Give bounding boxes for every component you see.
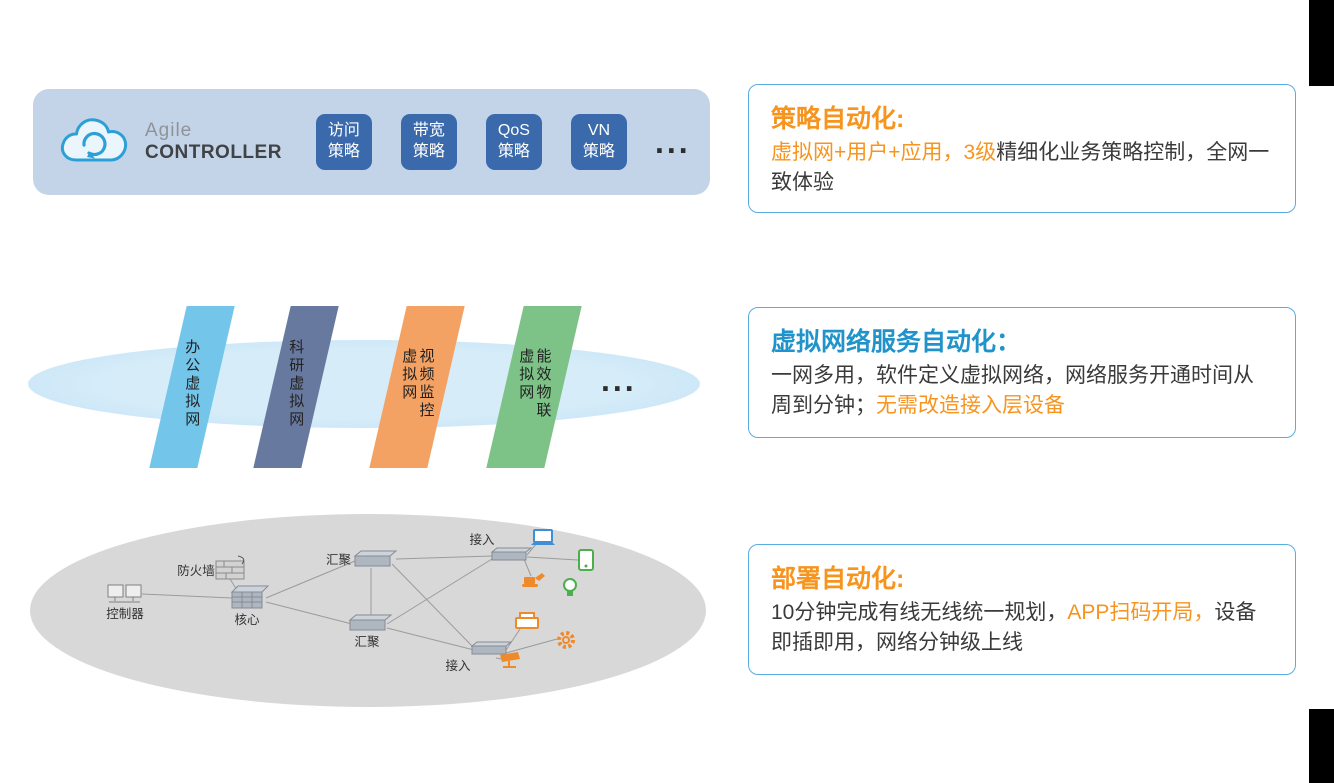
brand-controller: CONTROLLER [145,142,282,163]
bulb-icon [563,578,577,596]
policy-tile-access: 访问 策略 [315,114,372,170]
vn-panel-label: 办公虚拟网 [183,339,201,429]
policy-tile-qos: QoS 策略 [485,114,542,170]
controller-icon [107,584,142,603]
access-switch-top-icon [490,547,533,561]
banner-ellipsis: ... [654,123,691,160]
label-agg-top: 汇聚 [326,553,352,567]
tablet-icon [578,549,594,571]
printer-icon [515,612,539,629]
body-segment: 设备即插即用，网络分钟级上线 [771,601,1257,654]
virtual-network-ellipse [28,340,700,428]
screen-edge-bar-bottom [1309,709,1334,783]
tile-line: VN [587,122,611,140]
tile-line: 策略 [582,143,615,160]
policy-tiles: 访问 策略 带宽 策略 QoS 策略 VN 策略 [315,114,627,170]
label-controller: 控制器 [106,607,144,621]
vn-service-automation-body: 一网多用，软件定义虚拟网络，网络服务开通时间从周到分钟；无需改造接入层设备 [771,361,1273,421]
vn-service-automation-box: 虚拟网络服务自动化： 一网多用，软件定义虚拟网络，网络服务开通时间从周到分钟；无… [748,307,1296,438]
vn-panel-label: 视频监控虚拟网 [400,348,435,420]
tile-line: 策略 [327,143,360,160]
access-switch-bottom-icon [470,641,513,655]
vn-panel-label: 能效物联虚拟网 [517,348,552,420]
screen-edge-bar-top [1309,0,1334,86]
tile-line: 策略 [497,143,530,160]
excavator-icon [522,573,545,587]
cloud-swirl-icon [60,118,128,162]
policy-tile-bandwidth: 带宽 策略 [400,114,457,170]
label-core: 核心 [234,613,260,627]
tile-line: QoS [497,122,530,140]
vn-panel-label: 科研虚拟网 [287,339,305,429]
body-segment-orange: 虚拟网+用户+应用，3级 [771,141,997,164]
label-agg-bottom: 汇聚 [354,635,380,649]
label-access-top: 接入 [469,532,495,547]
deploy-automation-title: 部署自动化: [771,565,905,593]
physical-network-ellipse [30,514,706,707]
gear-icon [557,631,575,649]
body-segment-orange: APP扫码开局， [1067,601,1215,624]
network-topology: 控制器 防火墙 核心 汇聚 汇聚 接入 接入 [106,529,594,673]
agile-controller-banner: Agile CONTROLLER 访问 策略 带宽 策略 QoS 策略 VN 策… [33,89,710,195]
policy-automation-title: 策略自动化: [771,105,905,133]
body-segment-orange: 无需改造接入层设备 [876,393,1065,417]
core-switch-icon [230,585,270,609]
brand-agile: Agile [145,120,193,141]
deploy-automation-box: 部署自动化: 10分钟完成有线无线统一规划，APP扫码开局，设备即插即用，网络分… [748,544,1296,675]
policy-tile-vn: VN 策略 [570,114,627,170]
camera-icon [500,652,520,668]
body-segment: 10分钟完成有线无线统一规划， [771,601,1068,624]
label-access-bottom: 接入 [445,658,471,673]
vn-service-automation-title: 虚拟网络服务自动化： [771,328,1022,356]
tile-line: 带宽 [412,122,445,140]
tile-line: 访问 [327,122,360,140]
deploy-automation-body: 10分钟完成有线无线统一规划，APP扫码开局，设备即插即用，网络分钟级上线 [771,598,1273,658]
tile-line: 策略 [412,143,445,160]
body-segment: 一网多用，软件定义虚拟网络，网络服务开通时间从周到分钟； [771,364,1254,417]
topology-links [141,542,579,661]
brand-text: Agile CONTROLLER [145,120,282,164]
policy-automation-body: 虚拟网+用户+应用，3级精细化业务策略控制，全网一致体验 [771,138,1273,198]
agg-switch-bottom-icon [348,614,393,631]
label-firewall: 防火墙 [177,563,215,578]
laptop-icon [531,529,555,545]
agg-switch-top-icon [353,550,398,567]
vn-ellipsis: ... [601,362,637,398]
body-segment: 精细化业务策略控制，全网一致体验 [771,141,1270,194]
firewall-icon [215,555,245,580]
policy-automation-box: 策略自动化: 虚拟网+用户+应用，3级精细化业务策略控制，全网一致体验 [748,84,1296,213]
